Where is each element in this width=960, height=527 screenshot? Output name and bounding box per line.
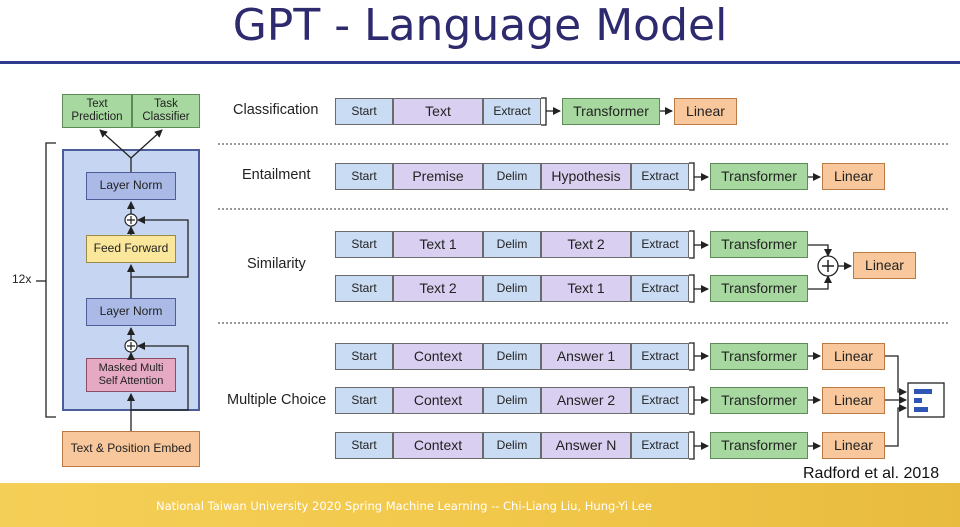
row-bracket (689, 162, 695, 191)
token-text-2: Text 2 (393, 275, 483, 302)
token-start: Start (335, 275, 393, 302)
transformer: Transformer (710, 387, 808, 414)
row-bracket (689, 230, 695, 259)
slide-title: GPT - Language Model (232, 0, 728, 51)
repeat-label: 12x (12, 272, 32, 286)
task-label-classification: Classification (233, 102, 319, 118)
token-delim: Delim (483, 275, 541, 302)
token-start: Start (335, 387, 393, 414)
token-delim: Delim (483, 163, 541, 190)
token-context: Context (393, 432, 483, 459)
flow-arrow (808, 244, 832, 257)
token-extract: Extract (631, 387, 689, 414)
text-position-embed: Text & Position Embed (62, 431, 200, 467)
token-answer-n: Answer N (541, 432, 631, 459)
row-bracket (689, 431, 695, 460)
flow-arrow (808, 275, 832, 290)
token-delim: Delim (483, 231, 541, 258)
linear: Linear (822, 387, 885, 414)
row-bracket (689, 342, 695, 371)
flow-arrow (885, 404, 907, 447)
masked-self-attention: Masked Multi Self Attention (86, 358, 176, 392)
row-bracket (541, 97, 547, 126)
token-text-2: Text 2 (541, 231, 631, 258)
transformer: Transformer (710, 275, 808, 302)
token-answer-2: Answer 2 (541, 387, 631, 414)
separator (218, 208, 948, 210)
separator (218, 322, 948, 324)
token-extract: Extract (483, 98, 541, 125)
linear: Linear (822, 432, 885, 459)
token-extract: Extract (631, 231, 689, 258)
footer-bar (0, 483, 960, 527)
task-label-entailment: Entailment (242, 167, 311, 183)
layer-norm-bottom: Layer Norm (86, 298, 176, 326)
transformer: Transformer (710, 432, 808, 459)
footer-text: National Taiwan University 2020 Spring M… (156, 499, 652, 513)
token-start: Start (335, 343, 393, 370)
token-extract: Extract (631, 163, 689, 190)
linear: Linear (822, 163, 885, 190)
token-start: Start (335, 231, 393, 258)
task-classifier-head: Task Classifier (132, 94, 200, 128)
title-rule (0, 61, 960, 64)
flow-arrow (885, 355, 907, 396)
token-text: Text (393, 98, 483, 125)
linear: Linear (822, 343, 885, 370)
token-delim: Delim (483, 387, 541, 414)
token-start: Start (335, 163, 393, 190)
token-hypothesis: Hypothesis (541, 163, 631, 190)
token-extract: Extract (631, 343, 689, 370)
task-label-multiple-choice: Multiple Choice (227, 392, 327, 408)
transformer: Transformer (562, 98, 660, 125)
token-context: Context (393, 343, 483, 370)
repeat-bracket (45, 142, 56, 418)
linear: Linear (853, 252, 916, 279)
token-start: Start (335, 432, 393, 459)
token-text-1: Text 1 (393, 231, 483, 258)
token-context: Context (393, 387, 483, 414)
text-prediction-head: Text Prediction (62, 94, 132, 128)
transformer: Transformer (710, 343, 808, 370)
token-delim: Delim (483, 432, 541, 459)
token-answer-1: Answer 1 (541, 343, 631, 370)
transformer: Transformer (710, 231, 808, 258)
linear: Linear (674, 98, 737, 125)
softmax-icon (907, 382, 945, 418)
citation: Radford et al. 2018 (803, 465, 940, 482)
feed-forward: Feed Forward (86, 235, 176, 263)
token-start: Start (335, 98, 393, 125)
task-label-similarity: Similarity (247, 256, 306, 272)
separator (218, 143, 948, 145)
transformer: Transformer (710, 163, 808, 190)
row-bracket (689, 274, 695, 303)
add-icon (817, 255, 839, 277)
row-bracket (689, 386, 695, 415)
token-extract: Extract (631, 275, 689, 302)
token-text-1: Text 1 (541, 275, 631, 302)
token-premise: Premise (393, 163, 483, 190)
token-delim: Delim (483, 343, 541, 370)
layer-norm-top: Layer Norm (86, 172, 176, 200)
token-extract: Extract (631, 432, 689, 459)
